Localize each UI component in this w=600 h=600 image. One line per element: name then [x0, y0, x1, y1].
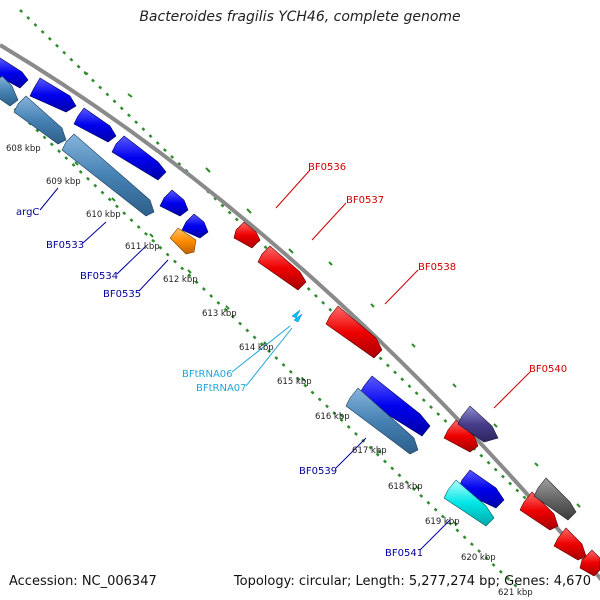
outer-tick-ring: [19, 9, 600, 573]
gene-forward-5[interactable]: [159, 189, 189, 217]
leader-BF0537: [311, 202, 347, 241]
leader-BF0540: [493, 371, 531, 409]
accession-text: Accession: NC_006347: [9, 574, 157, 589]
label-BF0537[interactable]: BF0537: [346, 195, 384, 206]
leader-BF0539: [335, 437, 367, 469]
label-BF0536[interactable]: BF0536: [308, 162, 346, 173]
gene-BF0535[interactable]: [169, 227, 197, 255]
gene-slate-outer[interactable]: [457, 405, 499, 443]
gene-BF0540[interactable]: [443, 419, 479, 453]
gene-forward-1[interactable]: [0, 57, 29, 89]
label-BF0541[interactable]: BF0541: [385, 548, 423, 559]
scale-label-617: 617 kbp: [352, 446, 387, 456]
forward-cds-alt: [0, 75, 419, 455]
leader-argC: [39, 187, 59, 211]
scale-label-620: 620 kbp: [461, 553, 496, 563]
scale-label-609: 609 kbp: [46, 177, 81, 187]
gene-BF0537[interactable]: [257, 245, 307, 291]
label-BFtRNA06[interactable]: BFtRNA06: [182, 369, 233, 380]
gene-BFtRNA07[interactable]: [293, 313, 303, 323]
scale-label-619: 619 kbp: [425, 517, 460, 527]
gene-BF0534[interactable]: [61, 133, 155, 217]
genome-backbone: [0, 43, 600, 582]
gene-reverse-7[interactable]: [519, 491, 559, 531]
genome-summary-text: Topology: circular; Length: 5,277,274 bp…: [233, 574, 591, 589]
label-BF0533[interactable]: BF0533: [46, 240, 84, 251]
scale-labels: 608 kbp 609 kbp 610 kbp 611 kbp 612 kbp …: [6, 144, 533, 598]
scale-label-610: 610 kbp: [86, 210, 121, 220]
inner-major-ticks: [36, 124, 458, 526]
label-BF0535[interactable]: BF0535: [103, 289, 141, 300]
label-BF0540[interactable]: BF0540: [529, 364, 567, 375]
leader-BFtRNA07: [245, 327, 293, 387]
scale-label-611: 611 kbp: [125, 242, 160, 252]
trna-genes: [291, 309, 303, 323]
gene-forward-6[interactable]: [181, 213, 209, 239]
leader-BFtRNA06: [231, 325, 291, 373]
scale-label-621: 621 kbp: [498, 588, 533, 598]
label-BFtRNA07[interactable]: BFtRNA07: [196, 383, 247, 394]
forward-genes: [0, 57, 505, 509]
gene-gray-outer[interactable]: [533, 477, 577, 521]
leader-BF0534: [116, 245, 147, 275]
leader-BF0535: [138, 259, 169, 292]
map-title: Bacteroides fragilis YCH46, complete gen…: [139, 9, 461, 25]
scale-label-612: 612 kbp: [163, 275, 198, 285]
reverse-genes: [233, 221, 600, 577]
gene-labels: argC BF0533 BF0534 BF0535 BF0536 BF0537 …: [16, 162, 567, 559]
gene-BF0538[interactable]: [325, 305, 383, 359]
scale-label-613: 613 kbp: [202, 309, 237, 319]
label-BF0539[interactable]: BF0539: [299, 466, 337, 477]
leader-BF0541: [419, 519, 451, 551]
scale-label-608: 608 kbp: [6, 144, 41, 154]
outer-major-ticks: [83, 71, 581, 508]
leader-BF0533: [82, 221, 107, 244]
gene-BF0541[interactable]: [443, 479, 495, 527]
scale-label-618: 618 kbp: [388, 482, 423, 492]
gene-BF0533[interactable]: [13, 95, 67, 145]
label-BF0534[interactable]: BF0534: [80, 271, 118, 282]
label-argC[interactable]: argC: [16, 207, 39, 218]
gene-BFtRNA06[interactable]: [291, 309, 301, 319]
gene-forward-2[interactable]: [29, 77, 77, 113]
scale-label-614: 614 kbp: [239, 343, 274, 353]
leader-BF0536: [275, 169, 311, 209]
scale-label-615: 615 kbp: [277, 377, 312, 387]
gene-BF0539[interactable]: [345, 387, 419, 455]
gene-forward-3[interactable]: [73, 107, 117, 143]
gene-argC[interactable]: [0, 75, 19, 107]
label-leader-lines: [39, 169, 531, 551]
gene-reverse-9[interactable]: [579, 549, 600, 577]
label-BF0538[interactable]: BF0538: [418, 262, 456, 273]
leader-BF0538: [384, 269, 419, 305]
scale-label-616: 616 kbp: [315, 412, 350, 422]
gene-forward-4[interactable]: [111, 135, 167, 181]
gene-BF0536[interactable]: [233, 221, 261, 249]
